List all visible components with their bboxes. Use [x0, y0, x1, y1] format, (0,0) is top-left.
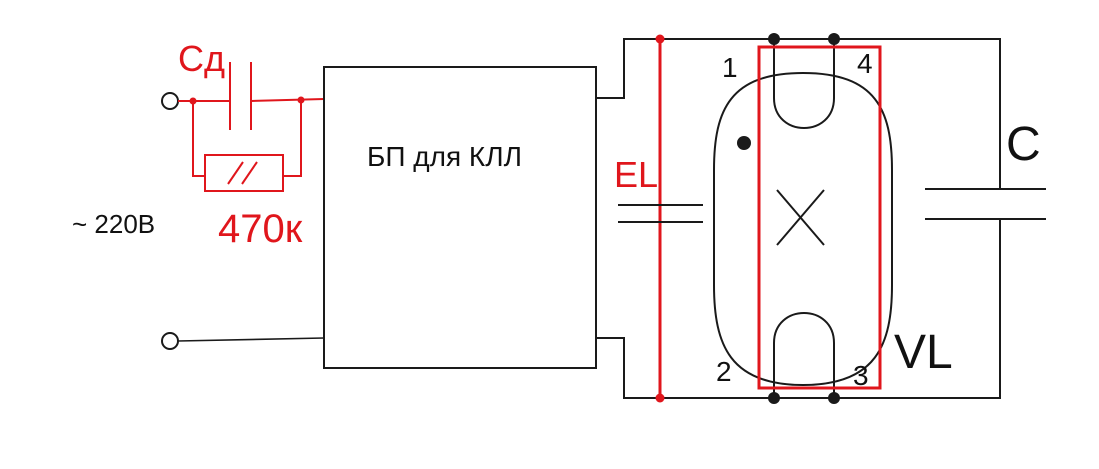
capacitor-c	[925, 188, 1046, 220]
label-pin2: 2	[716, 356, 732, 387]
output-wire-bottom	[596, 219, 1001, 399]
series-capacitor-network	[178, 62, 325, 192]
junction-pin2	[768, 392, 780, 404]
lamp-filament-top	[773, 39, 835, 129]
lamp-bulb-outline	[713, 71, 893, 387]
output-wire-top	[596, 38, 1001, 189]
label-lamp: VL	[894, 326, 953, 379]
lamp-filament-bottom	[773, 312, 835, 398]
label-cap-c: C	[1006, 118, 1041, 171]
power-block	[323, 66, 597, 369]
label-pin1: 1	[722, 52, 738, 83]
label-resistor-value: 470к	[218, 207, 303, 251]
input-terminal-bottom	[161, 332, 179, 350]
input-terminal-top	[161, 92, 179, 110]
label-pin3: 3	[853, 360, 869, 391]
label-power-block: БП для КЛЛ	[367, 141, 522, 172]
label-cap-series: Сд	[178, 38, 225, 79]
capacitor-el	[618, 34, 703, 403]
label-mains: ~ 220В	[72, 209, 155, 239]
label-el: EL	[614, 154, 658, 195]
resistor-470k	[204, 154, 284, 192]
label-pin4: 4	[857, 48, 873, 79]
lamp-polarity-dot	[737, 136, 751, 150]
lamp-cross	[776, 189, 825, 246]
junction-pin3	[828, 392, 840, 404]
junction-pin4	[828, 33, 840, 45]
highlight-rectangle	[757, 45, 882, 390]
input-wire-bottom	[177, 337, 325, 342]
junction-pin1	[768, 33, 780, 45]
